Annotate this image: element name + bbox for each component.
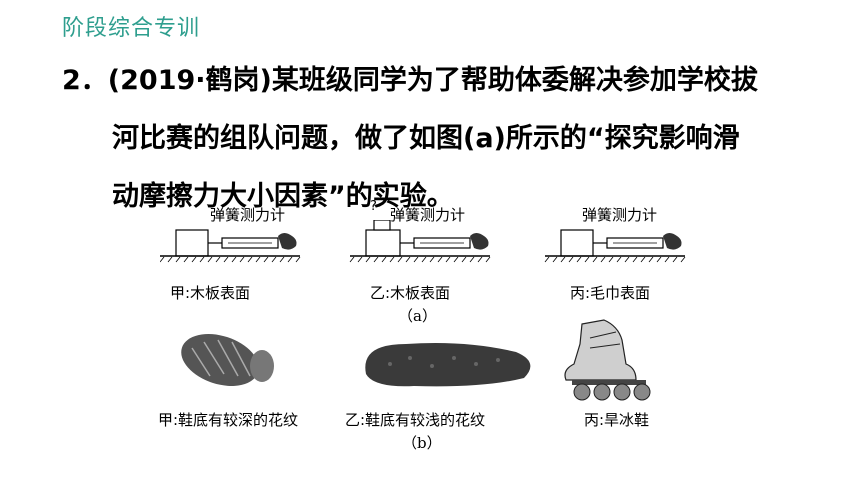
figure-b-label: （b） [402,434,442,452]
question-line-3: 动摩擦力大小因素”的实验。 [112,181,454,212]
question-line-2: 河比赛的组队问题，做了如图(a)所示的“探究影响滑 [112,123,740,154]
spring-label-yi: 弹簧测力计 [390,206,466,224]
spring-label-bing: 弹簧测力计 [582,206,658,224]
spring-label-jia: 弹簧测力计 [210,206,286,224]
apparatus-jia [160,229,301,263]
caption-b-yi: 乙:鞋底有较浅的花纹 [345,411,486,429]
caption-a-jia: 甲:木板表面 [170,284,251,302]
question-text: 2．(2019·鹤岗)某班级同学为了帮助体委解决参加学校拔 河比赛的组队问题，做… [62,52,842,226]
roller-skate-image [564,319,651,401]
section-header: 阶段综合专训 [62,16,201,41]
caption-a-bing: 丙:毛巾表面 [570,284,651,302]
deep-tread-sole-image [181,334,274,386]
weight-mark: ? [370,199,377,214]
shallow-tread-sole-image [365,343,531,387]
figure-a-label: （a） [398,307,437,325]
apparatus-yi [349,220,491,263]
friction-experiment-diagram [160,220,686,263]
caption-b-jia: 甲:鞋底有较深的花纹 [158,411,299,429]
question-line-1: 2．(2019·鹤岗)某班级同学为了帮助体委解决参加学校拔 [62,65,758,96]
apparatus-bing [544,229,686,263]
caption-a-yi: 乙:木板表面 [370,284,451,302]
caption-b-bing: 丙:旱冰鞋 [584,411,650,429]
shoe-sole-images [181,319,651,401]
